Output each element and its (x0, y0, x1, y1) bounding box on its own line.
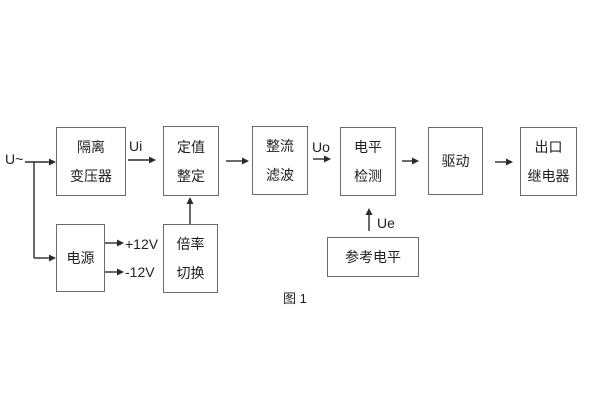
input-signal-label: U~ (5, 151, 24, 167)
block-setting-adjust: 定值 整定 (163, 126, 219, 196)
arrow-minus-12v (105, 268, 124, 276)
block-isolation-transformer: 隔离 变压器 (56, 127, 126, 196)
block-level-detection: 电平 检测 (340, 127, 396, 196)
arrow-ratio-to-setting (186, 197, 194, 224)
signal-label-ui: Ui (129, 138, 143, 154)
block-label: 切换 (176, 265, 205, 281)
arrow-level-to-driver (402, 157, 419, 165)
block-ratio-switch: 倍率 切换 (163, 224, 218, 293)
block-label: 隔离 (77, 139, 105, 155)
block-label: 检测 (354, 168, 382, 184)
block-label: 继电器 (527, 168, 570, 184)
block-label: 定值 (177, 138, 205, 155)
block-driver: 驱动 (428, 127, 483, 195)
block-label: 电源 (66, 250, 95, 266)
arrow-setting-to-rectifier (226, 157, 249, 165)
arrow-uo (313, 155, 331, 163)
block-power-supply: 电源 (56, 224, 105, 292)
arrow-driver-to-relay (495, 158, 513, 166)
block-label: 整定 (177, 167, 205, 184)
arrow-plus-12v (105, 239, 124, 247)
block-label: 变压器 (70, 168, 112, 184)
power-label-plus-12v: +12V (125, 236, 159, 252)
block-label: 滤波 (266, 167, 294, 183)
block-output-relay: 出口 继电器 (520, 127, 577, 196)
block-label: 整流 (266, 138, 294, 154)
signal-label-uo: Uo (312, 139, 330, 155)
figure-caption: 图 1 (283, 291, 307, 306)
wire-input-branch (33, 162, 56, 262)
block-reference-level: 参考电平 (327, 237, 419, 277)
power-label-minus-12v: -12V (125, 264, 155, 280)
arrow-input-to-transformer (25, 158, 56, 166)
arrow-reference-to-level (365, 208, 373, 231)
arrow-ui (128, 156, 156, 164)
block-label: 驱动 (441, 153, 470, 169)
block-label: 参考电平 (345, 249, 401, 265)
block-label: 出口 (534, 139, 563, 155)
block-label: 倍率 (176, 236, 205, 252)
signal-label-ue: Ue (377, 215, 395, 231)
block-rectifier-filter: 整流 滤波 (252, 126, 308, 195)
block-label: 电平 (354, 139, 382, 155)
